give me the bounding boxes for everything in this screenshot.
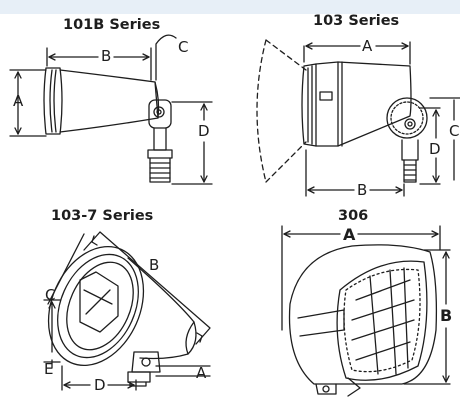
label-103-d: D <box>429 140 441 158</box>
label-1037-a: A <box>196 364 207 382</box>
lamp-103-drawing <box>256 39 428 183</box>
lamp-1037-drawing <box>47 245 197 387</box>
lamp-101b-drawing <box>43 67 173 183</box>
label-101b-c: C <box>178 38 189 56</box>
title-306: 306 <box>338 208 369 224</box>
label-1037-b: B <box>149 256 160 274</box>
label-1037-d: D <box>94 376 106 394</box>
lamp-306-drawing <box>288 244 438 397</box>
header-band <box>0 0 460 14</box>
label-103-b: B <box>357 181 368 199</box>
label-101b-a: A <box>13 92 24 110</box>
label-306-b: B <box>440 306 453 325</box>
title-103-series: 103 Series <box>313 13 400 29</box>
dimension-lines-101b <box>9 34 213 185</box>
dimension-lines-306 <box>281 225 451 385</box>
label-1037-e: E <box>44 360 54 378</box>
dimension-lines-103 <box>303 41 460 197</box>
label-306-a: A <box>343 225 356 244</box>
label-101b-d: D <box>198 122 210 140</box>
title-101b-series: 101B Series <box>63 17 161 33</box>
label-103-c: C <box>449 122 460 140</box>
label-1037-c: C <box>45 286 56 304</box>
label-101b-b: B <box>101 47 112 65</box>
label-103-a: A <box>362 37 373 55</box>
title-103-7-series: 103-7 Series <box>51 208 154 224</box>
dimension-lines-1037 <box>43 231 211 391</box>
